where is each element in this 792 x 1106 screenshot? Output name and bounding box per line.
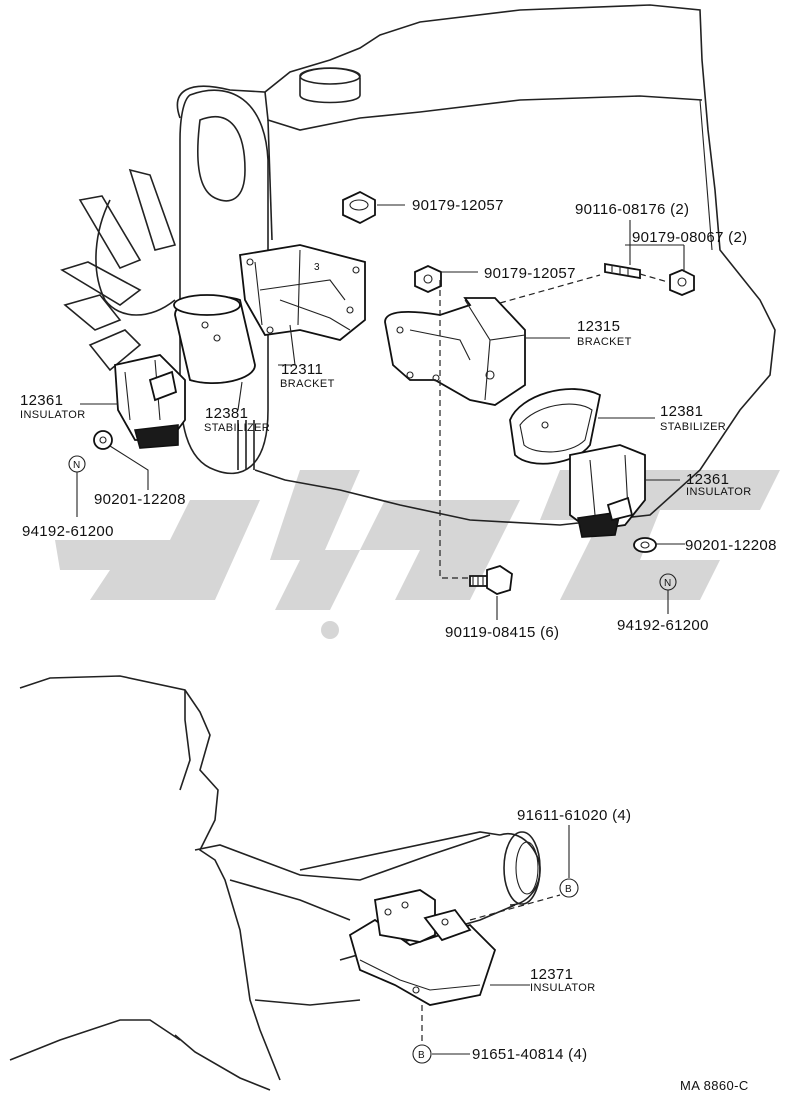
label-12381-right: 12381 [660,403,703,420]
leader-lines-top [76,204,685,620]
leader-lines-bottom [432,825,570,1055]
washer-right [633,537,657,553]
label-12361-right: 12361 [686,471,729,488]
part-labels: 90179-12057 90179-12057 90116-08176 (2) … [20,197,777,1093]
engine-block-outline [176,4,776,526]
label-12381-left: 12381 [205,405,248,422]
label-90179-08067: 90179-08067 (2) [632,229,747,246]
dashed-guides-bottom [421,894,561,1044]
label-12371: 12371 [530,966,573,983]
svg-text:3: 3 [314,262,320,273]
transmission-outline [9,675,491,1091]
marker-b-lower: B [412,1044,432,1064]
dashed-guides-top [439,273,669,579]
label-12311-name: BRACKET [280,378,335,390]
label-90119-08415: 90119-08415 (6) [445,624,559,641]
marker-b-upper: B [559,878,579,898]
bolt-90119 [469,565,513,595]
marker-b-lower-text: B [418,1050,425,1061]
label-12381-right-name: STABILIZER [660,421,726,433]
label-90179-12057-mid: 90179-12057 [484,265,576,282]
label-12361-left-name: INSULATOR [20,409,86,421]
nut-90179-top [342,190,376,225]
label-94192-left: 94192-61200 [22,523,114,540]
nut-90179-mid [414,265,442,293]
label-12371-name: INSULATOR [530,982,596,994]
marker-n-left: N [68,455,86,473]
insulator-right [569,444,646,538]
stabilizer-left [173,294,256,385]
insulator-left [114,354,186,449]
label-91651-40814: 91651-40814 (4) [472,1046,587,1063]
marker-b-upper-text: B [565,884,572,895]
marker-n-left-text: N [73,460,80,471]
label-12311: 12311 [281,361,323,378]
label-90201-right: 90201-12208 [685,537,777,554]
label-12381-left-name: STABILIZER [204,422,270,434]
stabilizer-right [509,388,602,465]
label-90116-08176: 90116-08176 (2) [575,201,689,218]
label-94192-right: 94192-61200 [617,617,709,634]
stud-90116 [604,262,641,280]
insulator-12371 [348,889,497,1006]
marker-n-right-text: N [664,578,671,589]
label-90201-left: 90201-12208 [94,491,186,508]
label-12315: 12315 [577,318,620,335]
fan-assembly [60,89,269,475]
label-90179-12057-top: 90179-12057 [412,197,504,214]
washer-left [93,430,113,450]
label-12361-left: 12361 [20,392,63,409]
bracket-12311: 3 [239,244,366,341]
nut-90179-08067 [669,269,695,296]
label-12361-right-name: INSULATOR [686,486,752,498]
label-91611-61020: 91611-61020 (4) [517,807,631,824]
diagram-code: MA 8860-C [680,1078,749,1093]
bracket-12315 [384,297,526,406]
label-12315-name: BRACKET [577,336,632,348]
